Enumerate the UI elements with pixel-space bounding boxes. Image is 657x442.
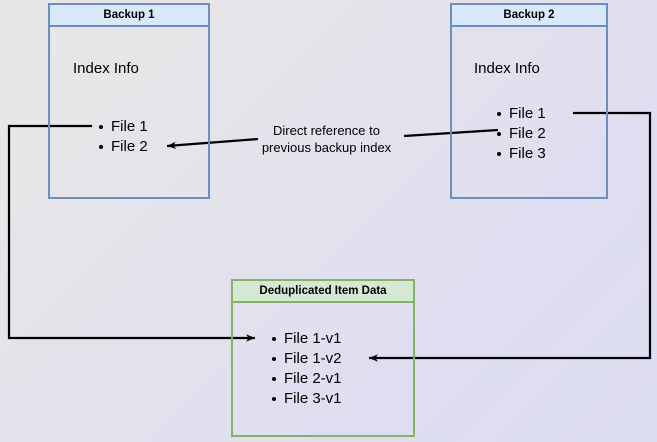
backup-1-file-list: File 1 File 2 [98, 117, 148, 157]
backup-1-index-info-label: Index Info [73, 60, 139, 77]
node-dedup-header: Deduplicated Item Data [233, 281, 413, 303]
edge-backup2-file1-to-dedup [369, 111, 652, 362]
edge-label-direct-reference: Direct reference to previous backup inde… [261, 123, 392, 155]
backup-2-index-info-label: Index Info [474, 60, 540, 77]
list-item: File 3 [496, 144, 546, 164]
node-backup-2-header: Backup 2 [452, 5, 606, 27]
list-item: File 1 [98, 117, 148, 137]
node-backup-1-header: Backup 1 [50, 5, 208, 27]
list-item: File 1-v1 [271, 329, 342, 349]
node-deduplicated-item-data[interactable]: Deduplicated Item Data File 1-v1 File 1-… [231, 279, 415, 437]
list-item: File 1 [496, 104, 546, 124]
list-item: File 3-v1 [271, 389, 342, 409]
edge-direct-reference-left [166, 137, 259, 149]
edge-backup1-file1-to-dedup [7, 124, 255, 342]
list-item: File 2 [98, 137, 148, 157]
backup-2-file-list: File 1 File 2 File 3 [496, 104, 546, 164]
list-item: File 2-v1 [271, 369, 342, 389]
list-item: File 2 [496, 124, 546, 144]
node-backup-2[interactable]: Backup 2 Index Info File 1 File 2 File 3 [450, 3, 608, 199]
dedup-file-list: File 1-v1 File 1-v2 File 2-v1 File 3-v1 [271, 329, 342, 409]
list-item: File 1-v2 [271, 349, 342, 369]
node-backup-1[interactable]: Backup 1 Index Info File 1 File 2 [48, 3, 210, 199]
